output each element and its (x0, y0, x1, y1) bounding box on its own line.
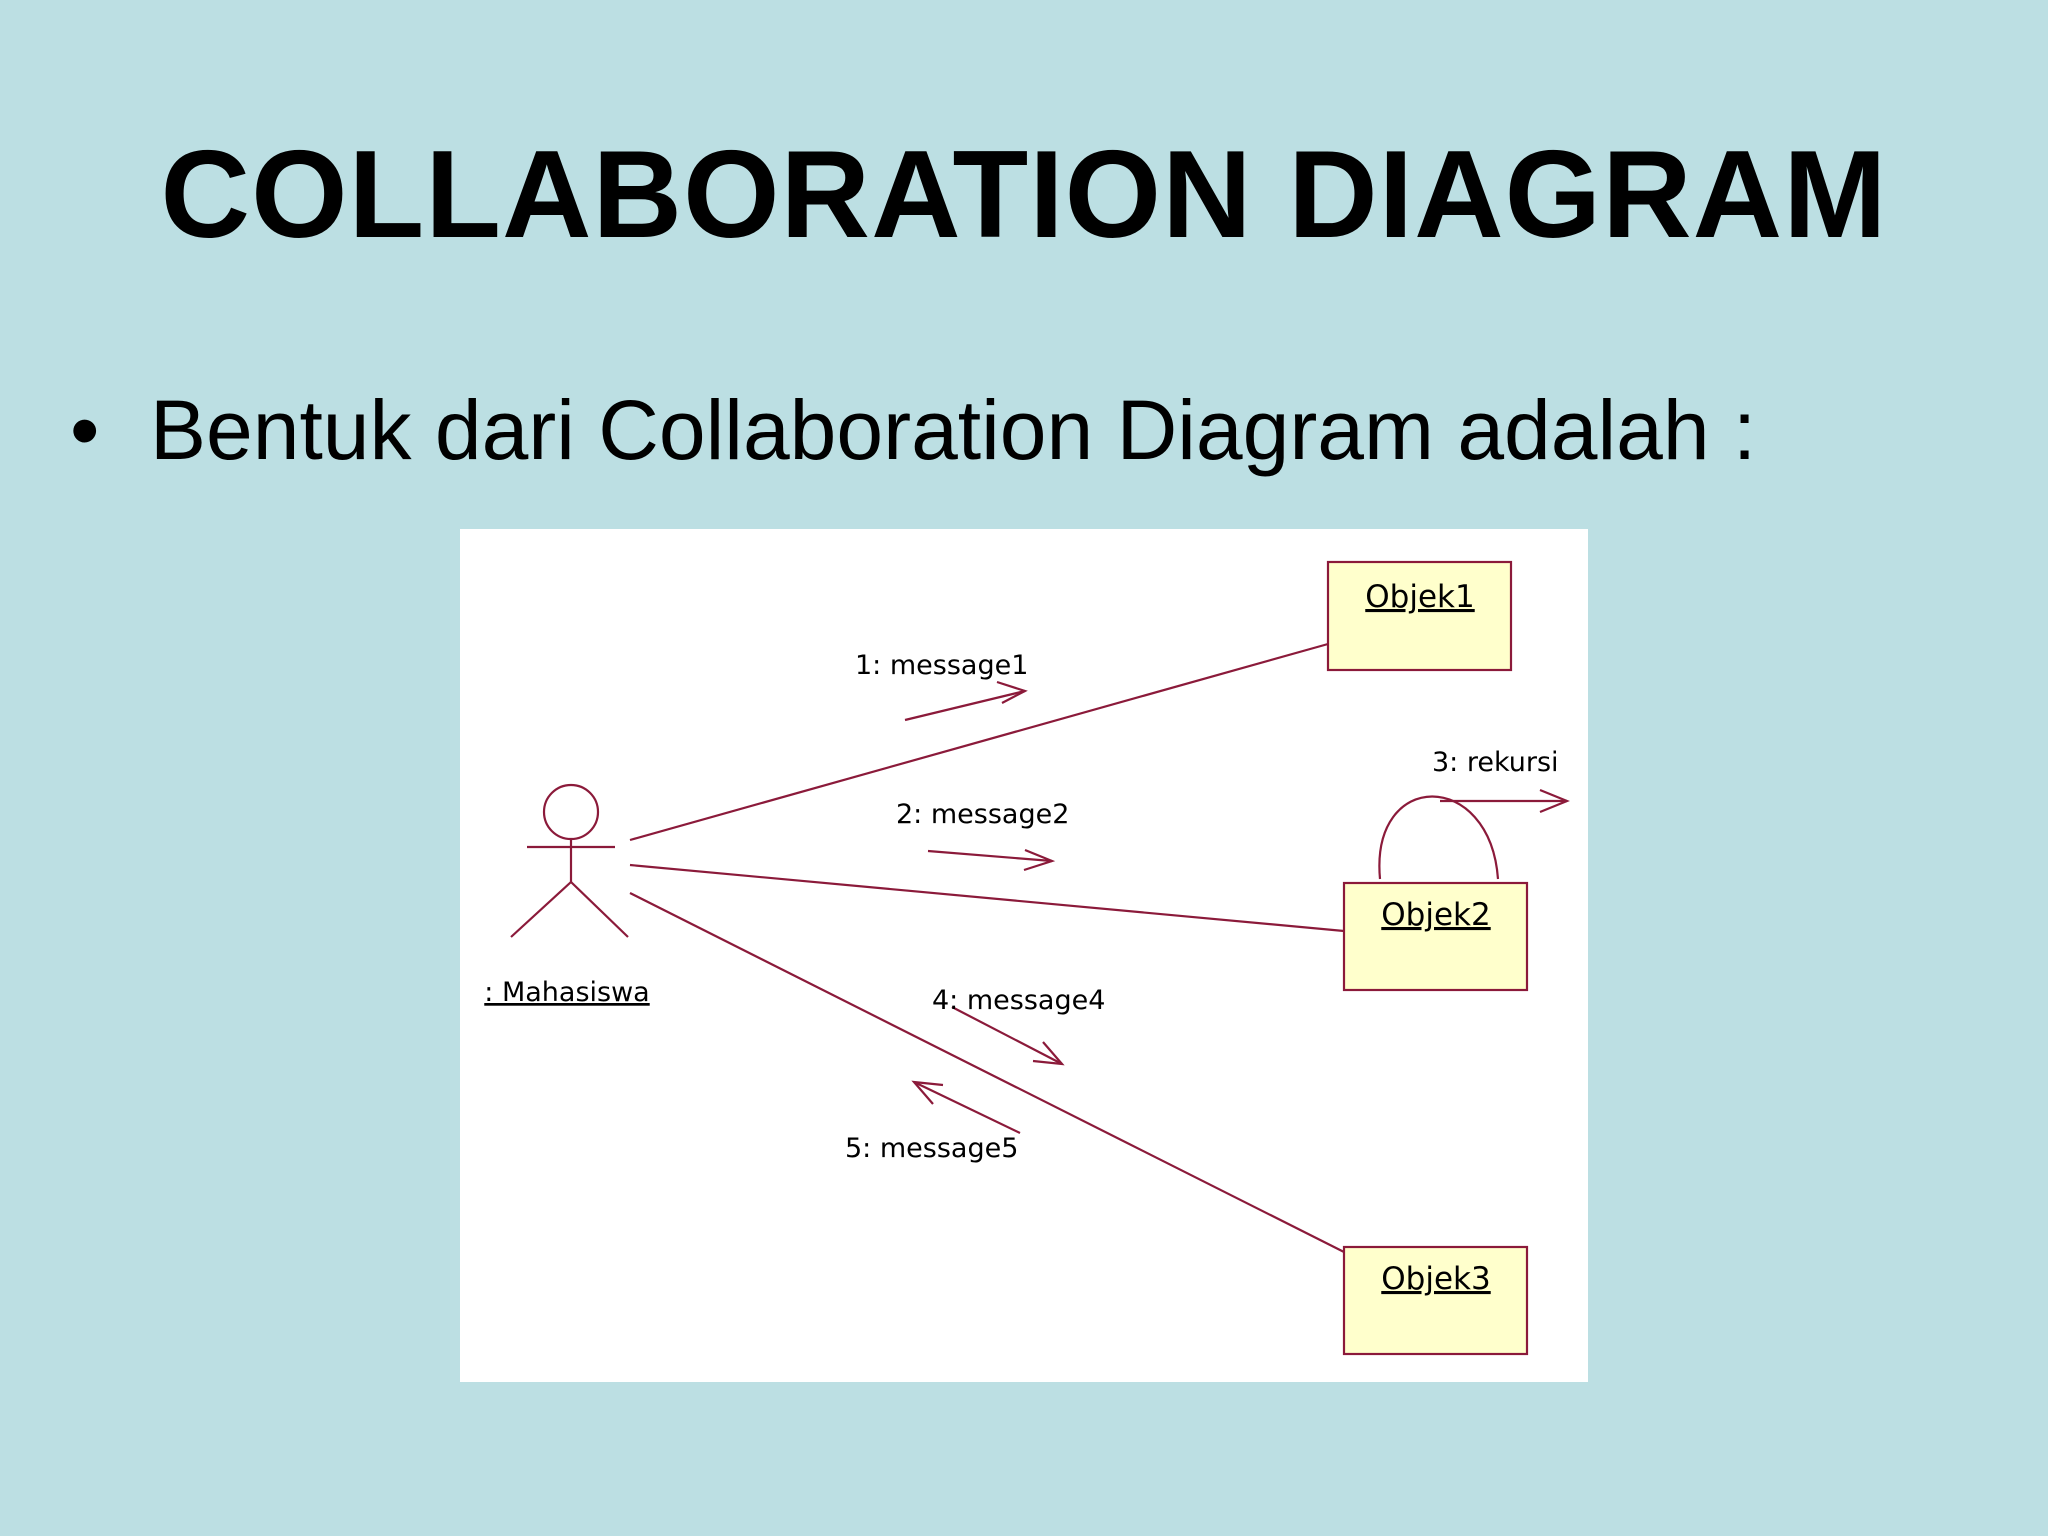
bullet-icon: • (70, 383, 100, 477)
message-label-4: 4: message4 (932, 985, 1105, 1016)
object-label-objek2: Objek2 (1381, 897, 1490, 933)
actor-label: : Mahasiswa (484, 977, 649, 1008)
message-label-3: 3: rekursi (1432, 747, 1559, 778)
slide-title: COLLABORATION DIAGRAM (160, 126, 1888, 264)
message-label-2: 2: message2 (896, 799, 1069, 830)
bullet-item: • Bentuk dari Collaboration Diagram adal… (70, 380, 1756, 480)
link-actor-objek1 (629, 642, 1329, 842)
message-label-5: 5: message5 (845, 1133, 1018, 1164)
diagram-canvas: Objek1 Objek2 Objek3 : Mahasiswa 1: mess… (484, 560, 1570, 1356)
link-actor-objek3 (629, 892, 1345, 1253)
arrow-message5-icon (911, 1080, 1021, 1134)
arrow-rekursi-icon (1440, 788, 1570, 814)
bullet-text: Bentuk dari Collaboration Diagram adalah… (150, 383, 1757, 477)
self-link-loop-objek2 (1378, 795, 1500, 880)
object-objek1: Objek1 (1326, 560, 1513, 672)
object-objek3: Objek3 (1342, 1245, 1529, 1356)
link-actor-objek2 (629, 863, 1345, 933)
object-label-objek1: Objek1 (1365, 579, 1474, 615)
arrow-message1-icon (904, 680, 1028, 722)
arrow-message4-icon (951, 1006, 1065, 1066)
arrow-message2-icon (927, 848, 1056, 872)
message-label-1: 1: message1 (855, 650, 1028, 681)
object-objek2: Objek2 (1342, 881, 1529, 992)
actor-stick-figure-icon (510, 783, 629, 938)
object-label-objek3: Objek3 (1381, 1261, 1490, 1297)
collaboration-diagram: Objek1 Objek2 Objek3 : Mahasiswa 1: mess… (460, 529, 1588, 1382)
